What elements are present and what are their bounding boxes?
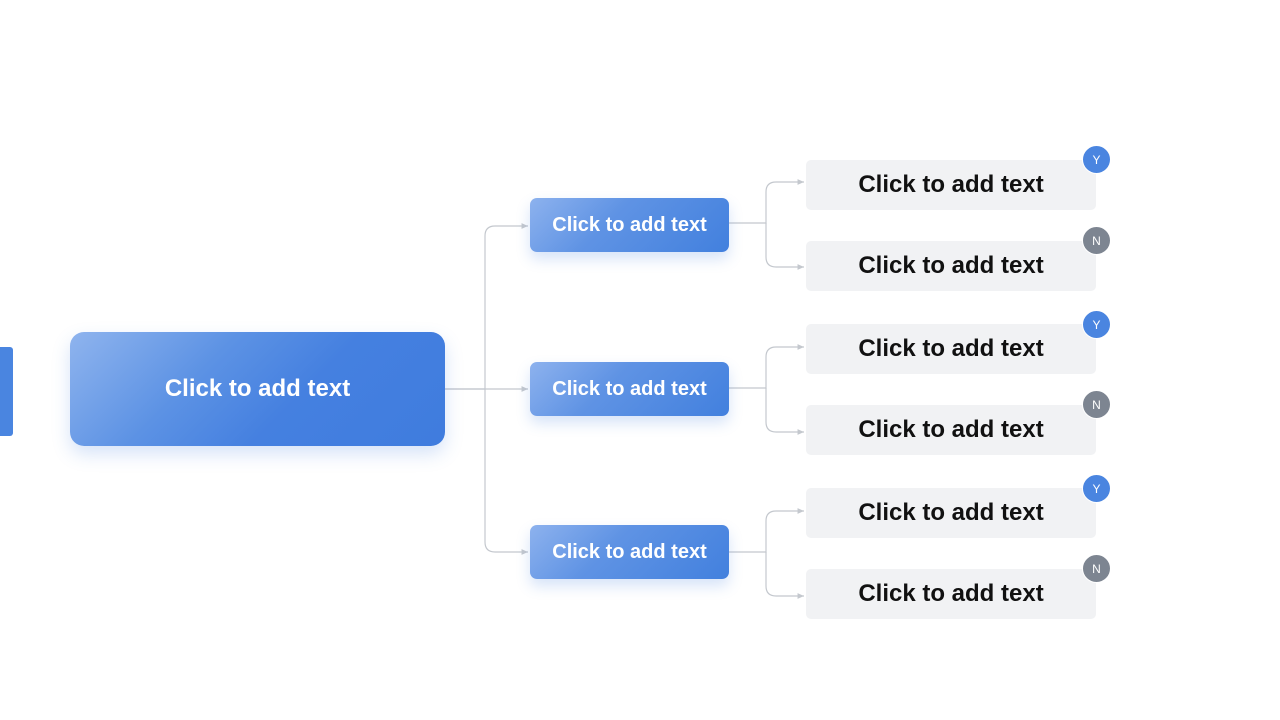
- badge-letter: N: [1092, 561, 1101, 576]
- badge-letter: Y: [1092, 481, 1101, 496]
- connector-branch-2-leaf-2: [765, 388, 804, 435]
- root-node[interactable]: Click to add text: [70, 332, 445, 446]
- leaf-node-label: Click to add text: [858, 171, 1044, 198]
- leaf-node-label: Click to add text: [858, 335, 1044, 362]
- badge-letter: Y: [1092, 317, 1101, 332]
- yes-badge: Y: [1082, 145, 1111, 174]
- no-badge: N: [1082, 226, 1111, 255]
- branch-node-3[interactable]: Click to add text: [530, 525, 729, 579]
- branch-node-1[interactable]: Click to add text: [530, 198, 729, 252]
- branch-node-2[interactable]: Click to add text: [530, 362, 729, 416]
- branch-node-label: Click to add text: [552, 540, 707, 563]
- yes-badge: Y: [1082, 310, 1111, 339]
- root-node-label: Click to add text: [164, 375, 351, 402]
- connector-root-branch-3: [484, 389, 528, 555]
- leaf-node-2-1[interactable]: Click to add text: [806, 324, 1096, 374]
- yes-badge: Y: [1082, 474, 1111, 503]
- leaf-node-3-1[interactable]: Click to add text: [806, 488, 1096, 538]
- branch-node-label: Click to add text: [552, 377, 707, 400]
- leaf-node-label: Click to add text: [858, 252, 1044, 279]
- badge-letter: N: [1092, 233, 1101, 248]
- leaf-node-2-2[interactable]: Click to add text: [806, 405, 1096, 455]
- connector-branch-3-leaf-2: [765, 552, 804, 599]
- no-badge: N: [1082, 390, 1111, 419]
- leaf-node-label: Click to add text: [858, 416, 1044, 443]
- leaf-node-label: Click to add text: [858, 580, 1044, 607]
- leaf-node-label: Click to add text: [858, 499, 1044, 526]
- connector-branch-3-leaf-1: [729, 508, 804, 553]
- no-badge: N: [1082, 554, 1111, 583]
- leaf-node-3-2[interactable]: Click to add text: [806, 569, 1096, 619]
- branch-node-label: Click to add text: [552, 213, 707, 236]
- leaf-node-1-1[interactable]: Click to add text: [806, 160, 1096, 210]
- left-accent-bar: [0, 347, 13, 436]
- connector-branch-2-leaf-1: [729, 344, 804, 389]
- connector-branch-1-leaf-2: [765, 223, 804, 270]
- connector-branch-1-leaf-1: [729, 179, 804, 224]
- badge-letter: Y: [1092, 152, 1101, 167]
- badge-letter: N: [1092, 397, 1101, 412]
- leaf-node-1-2[interactable]: Click to add text: [806, 241, 1096, 291]
- connector-root-branch-1: [445, 223, 528, 390]
